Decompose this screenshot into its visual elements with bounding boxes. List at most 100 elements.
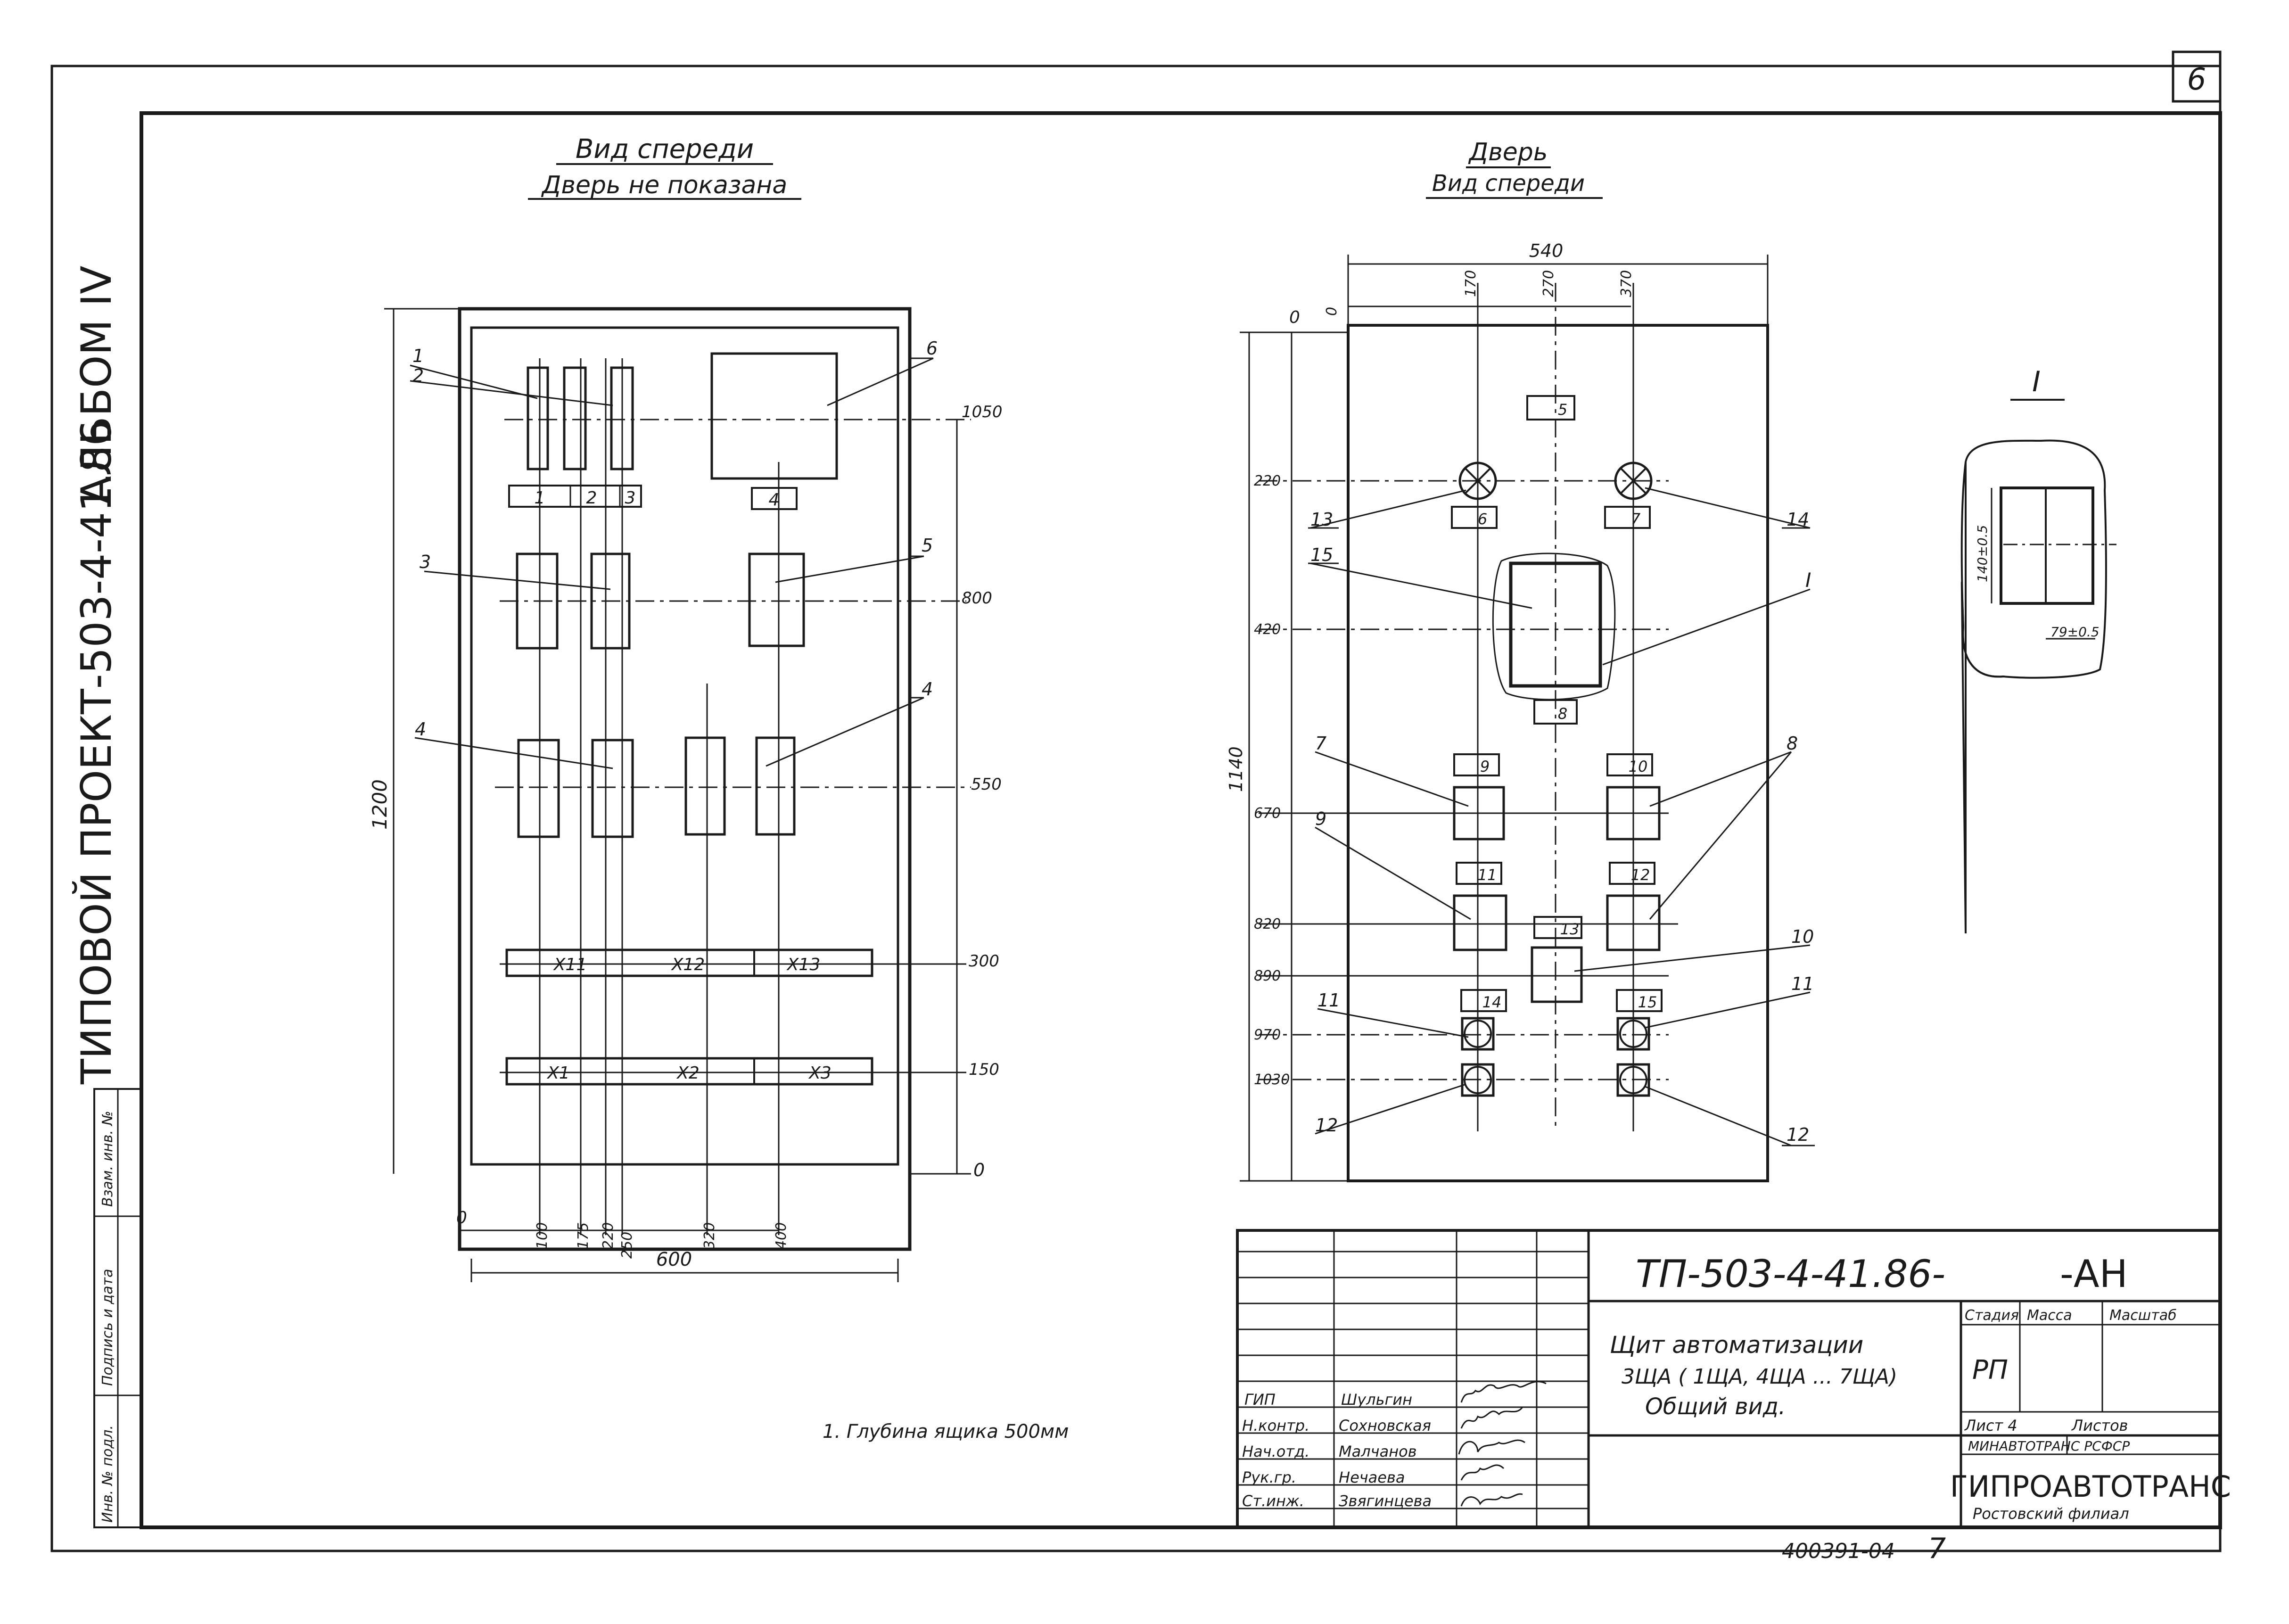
plate-label-9: 9 xyxy=(1480,758,1490,775)
door-level-890: 890 xyxy=(1254,968,1281,984)
archive-number: 400391-04 xyxy=(1782,1539,1895,1563)
door-callout-11-left: 11 xyxy=(1317,990,1340,1011)
name-nachotd: Малчанов xyxy=(1339,1443,1417,1460)
front-level-800: 800 xyxy=(962,589,992,608)
plate-6 xyxy=(1451,506,1498,529)
door-view: Дверь Вид спереди 540 0 170 270 370 0 11… xyxy=(1226,138,1815,1182)
detail-dim-width: 79±0.5 xyxy=(2050,624,2100,640)
front-callouts xyxy=(410,357,934,769)
doc-title-line-2: 3ЩА ( 1ЩА, 4ЩА ... 7ЩА) xyxy=(1622,1365,1897,1389)
door-level-420: 420 xyxy=(1254,621,1281,638)
device-8-a xyxy=(1606,786,1661,841)
detail-window xyxy=(2000,486,2094,605)
plate-label-7: 7 xyxy=(1631,510,1641,528)
front-view-subtitle: Дверь не показана xyxy=(541,171,787,199)
front-offset-320: 320 xyxy=(701,1222,718,1249)
door-callout-8: 8 xyxy=(1787,733,1798,754)
detail-cutout xyxy=(1960,439,2107,934)
detail-dim-height: 140±0.5 xyxy=(1975,525,1990,582)
device-4-d xyxy=(755,736,796,836)
device-8-b xyxy=(1606,894,1661,951)
drawing-frame xyxy=(50,65,2222,1552)
door-cutout xyxy=(1492,552,1616,701)
plate-label-8: 8 xyxy=(1558,705,1567,723)
sheet-number: 6 xyxy=(2187,62,2207,97)
front-device-axes xyxy=(539,358,780,1235)
plate-13 xyxy=(1533,916,1582,939)
button-12-right xyxy=(1616,1063,1650,1097)
detail-label: I xyxy=(2032,365,2041,398)
front-zero-dim: 0 xyxy=(456,1208,467,1228)
stamp-field-3: Инв. № подл. xyxy=(99,1425,116,1523)
door-callout-12-left: 12 xyxy=(1315,1115,1338,1136)
terminal-row-bottom: X1 X2 X3 xyxy=(505,1057,873,1086)
button-12-left xyxy=(1461,1063,1495,1097)
door-callout-9: 9 xyxy=(1315,808,1326,829)
stamp-field-1: Взам. инв. № xyxy=(99,1111,116,1207)
doc-code: ТП-503-4-41.86- xyxy=(1636,1252,1945,1296)
front-view-title: Вид спереди xyxy=(576,134,754,165)
name-rukgr: Нечаева xyxy=(1339,1468,1405,1486)
plate-12 xyxy=(1609,862,1655,885)
door-callout-12-right: 12 xyxy=(1787,1124,1809,1145)
front-callout-5: 5 xyxy=(922,535,933,556)
module-label-4: 4 xyxy=(769,490,780,510)
plate-label-12: 12 xyxy=(1631,866,1650,884)
terminal-x12: X12 xyxy=(671,955,705,974)
role-stinzh: Ст.инж. xyxy=(1242,1492,1304,1510)
branch-label: Ростовский филиал xyxy=(1973,1505,2129,1523)
front-callout-4b: 4 xyxy=(922,679,933,700)
door-callout-15: 15 xyxy=(1310,544,1333,565)
role-rukgr: Рук.гр. xyxy=(1242,1468,1296,1486)
plate-label-13: 13 xyxy=(1560,920,1580,938)
door-level-970: 970 xyxy=(1254,1027,1281,1043)
plate-10 xyxy=(1606,753,1653,776)
ministry-label: МИНАВТОТРАНС РСФСР xyxy=(1968,1438,2130,1454)
front-callout-6: 6 xyxy=(926,338,938,359)
front-offset-400: 400 xyxy=(773,1222,790,1249)
device-6 xyxy=(710,352,838,480)
front-callout-4a: 4 xyxy=(415,719,426,740)
door-level-220: 220 xyxy=(1254,473,1281,489)
side-title-block: ТИПОВОЙ ПРОЕКТ-503-4-41.86 АЛЬБОМ IV xyxy=(72,266,121,1085)
front-level-150: 150 xyxy=(969,1060,999,1079)
button-11-right xyxy=(1616,1017,1650,1051)
door-callout-13: 13 xyxy=(1310,509,1333,530)
name-gip: Шульгин xyxy=(1341,1391,1412,1409)
lamp-14 xyxy=(1614,462,1653,500)
door-view-title: Дверь xyxy=(1468,138,1548,166)
name-nkontr: Сохновская xyxy=(1339,1417,1431,1434)
door-left-zero: 0 xyxy=(1289,308,1300,327)
sheet-number-box: 6 xyxy=(2172,50,2222,103)
plate-9 xyxy=(1453,753,1500,776)
door-top-370: 370 xyxy=(1618,270,1635,297)
plate-label-5: 5 xyxy=(1558,401,1567,419)
door-callouts xyxy=(1308,487,1815,1146)
door-callout-detail: I xyxy=(1805,569,1811,592)
device-3-b xyxy=(590,552,631,650)
stage-value: РП xyxy=(1972,1355,2008,1385)
plate-5 xyxy=(1526,395,1575,420)
title-block: ГИП Н.контр. Нач.отд. Рук.гр. Ст.инж. Шу… xyxy=(1236,1229,2231,1529)
plate-15 xyxy=(1616,989,1663,1012)
front-level-300: 300 xyxy=(969,952,999,971)
front-offset-100: 100 xyxy=(534,1222,551,1249)
door-top-270: 270 xyxy=(1540,270,1557,297)
plate-14 xyxy=(1460,989,1507,1012)
terminal-x1: X1 xyxy=(546,1063,570,1083)
module-1 xyxy=(527,366,549,470)
door-outline xyxy=(1347,324,1769,1182)
door-top-0: 0 xyxy=(1324,307,1340,316)
door-top-170: 170 xyxy=(1463,270,1479,297)
door-width-dim: 540 xyxy=(1529,240,1564,261)
module-3 xyxy=(610,366,634,470)
front-height-dim: 1200 xyxy=(368,779,391,830)
device-15 xyxy=(1509,561,1602,688)
door-callout-14: 14 xyxy=(1787,509,1809,530)
terminal-x2: X2 xyxy=(676,1063,700,1083)
role-nachotd: Нач.отд. xyxy=(1242,1443,1309,1460)
plate-label-10: 10 xyxy=(1629,758,1648,775)
sheets-label: Листов xyxy=(2071,1417,2128,1434)
door-height-dim: 1140 xyxy=(1226,746,1246,792)
terminal-x11: X11 xyxy=(553,955,587,974)
